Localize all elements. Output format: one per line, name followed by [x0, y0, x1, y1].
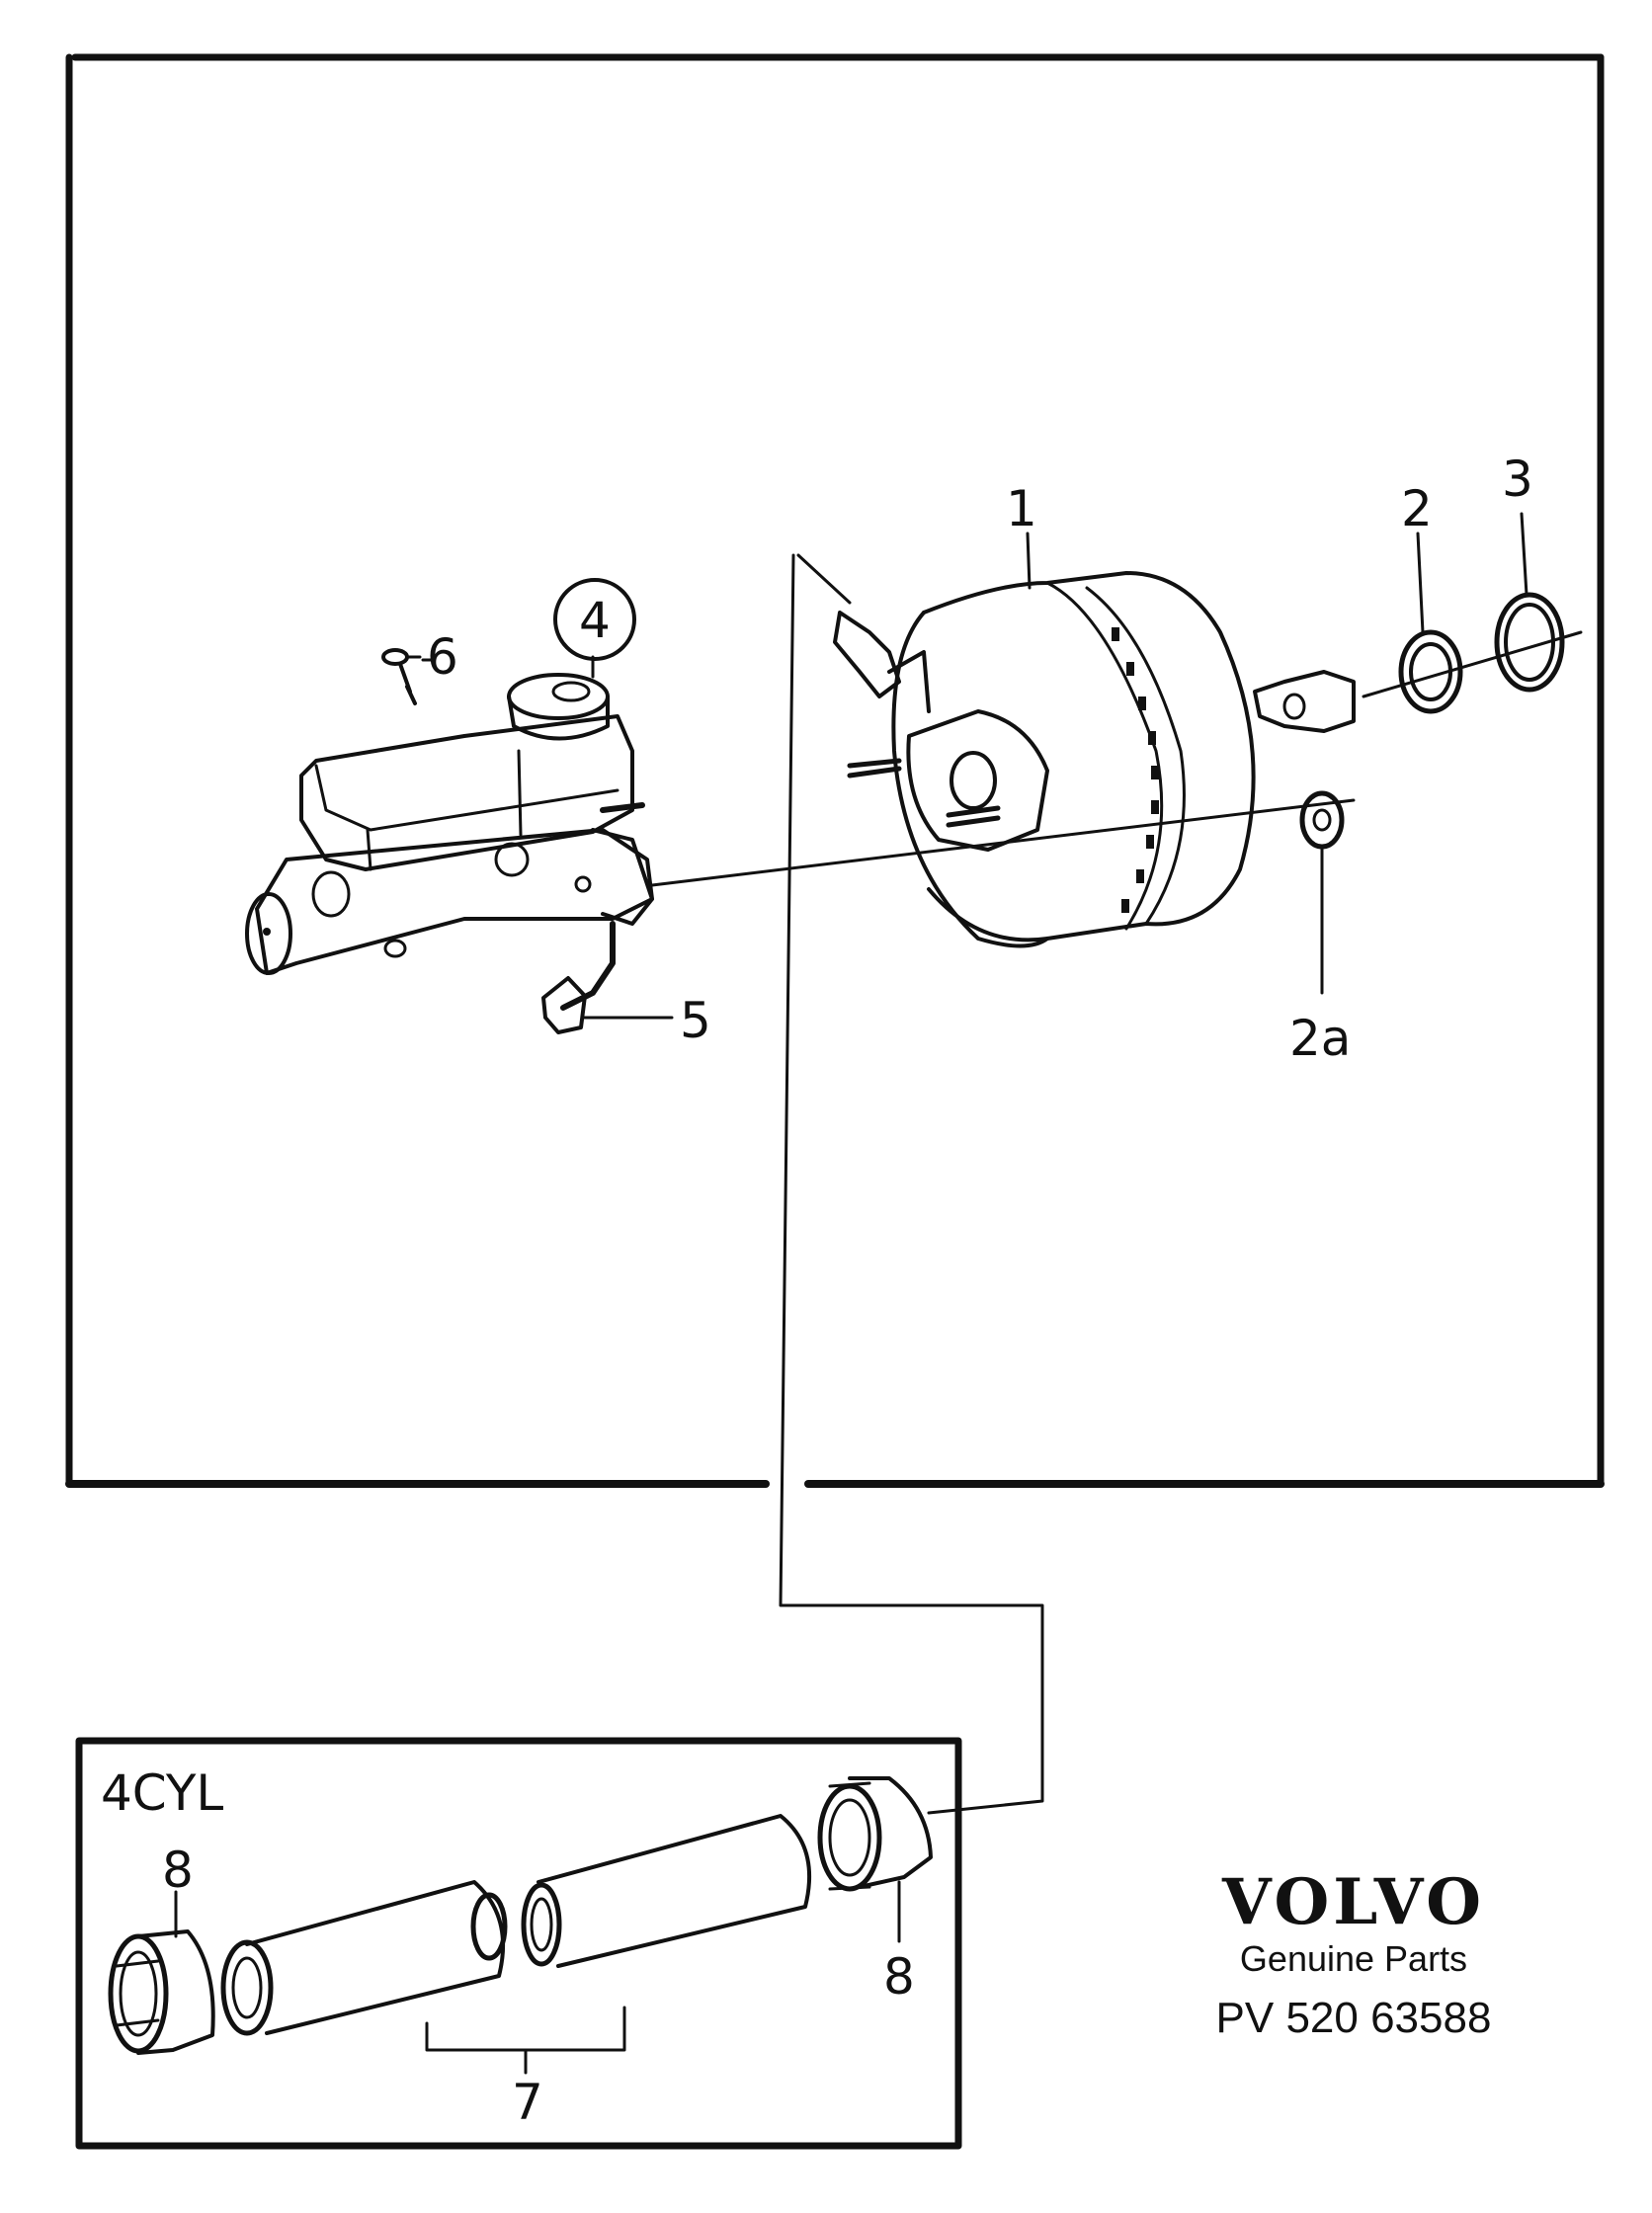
- inset-right-coupling: [817, 1776, 933, 1892]
- brand-subtitle: Genuine Parts: [1239, 1938, 1468, 1979]
- label-part-1: 1: [1006, 480, 1037, 537]
- part-3-seal: [1494, 592, 1565, 693]
- part-2-ring: [1398, 629, 1463, 714]
- brand-logo: VOLVO: [1222, 1865, 1485, 1939]
- main-frame: [65, 53, 1605, 1488]
- inset-leader-lines: [174, 1880, 901, 2075]
- label-part-8-right: 8: [883, 1948, 915, 2006]
- label-part-7: 7: [512, 2074, 543, 2131]
- inset-left-coupling: [108, 1929, 215, 2055]
- part-6-screw: [381, 648, 422, 705]
- label-part-4: 4: [579, 592, 611, 649]
- inset-frame: [75, 1737, 962, 2150]
- connector-line: [779, 553, 1044, 1815]
- label-part-8-left: 8: [162, 1842, 194, 1899]
- label-part-2: 2: [1401, 480, 1433, 537]
- part-2a-washer: [1299, 790, 1345, 850]
- brake-booster: [833, 571, 1356, 948]
- part-4-callout-circle: [553, 578, 636, 661]
- label-part-3: 3: [1502, 451, 1533, 508]
- inset-tubes: [220, 1814, 812, 2036]
- inset-title: 4CYL: [101, 1764, 223, 1822]
- master-cylinder: [245, 673, 654, 975]
- label-part-5: 5: [680, 992, 711, 1049]
- label-part-2a: 2a: [1289, 1010, 1351, 1067]
- part-number-code: PV 520 63588: [1215, 1994, 1492, 2042]
- part-5-nut: [541, 921, 674, 1034]
- leader-lines: [421, 512, 1528, 995]
- label-part-6: 6: [427, 628, 458, 686]
